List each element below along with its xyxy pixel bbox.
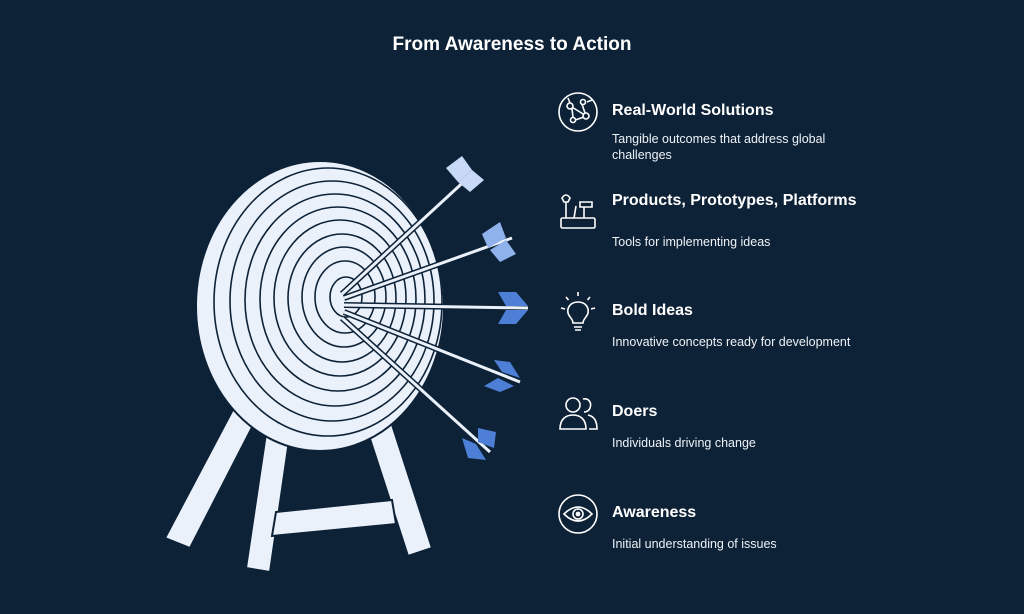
arrow-2 xyxy=(342,222,516,301)
item-heading: Doers xyxy=(612,403,658,420)
target-rings xyxy=(213,167,443,437)
arrow-fletching xyxy=(494,360,520,378)
diagram-title: From Awareness to Action xyxy=(392,34,632,55)
arrow-fletching xyxy=(458,170,484,192)
item-description: Tools for implementing ideas xyxy=(612,235,771,249)
item-description: Innovative concepts ready for developmen… xyxy=(612,335,851,349)
arrow-fletching xyxy=(478,428,496,448)
easel-crossbar xyxy=(270,498,398,538)
tools-icon xyxy=(556,190,600,234)
arrow-fletching xyxy=(462,438,486,460)
arrow-3 xyxy=(343,292,529,324)
item-products-prototypes-platforms: Products, Prototypes, Platforms Tools fo… xyxy=(556,190,876,260)
arrow-fletching xyxy=(498,292,528,306)
people-icon xyxy=(556,391,600,435)
target-illustration xyxy=(163,156,529,574)
easel-stand xyxy=(163,398,434,574)
item-heading: Products, Prototypes, Platforms xyxy=(612,192,857,209)
network-globe-icon xyxy=(556,90,600,134)
arrow-fletching xyxy=(484,378,514,392)
arrow-fletching xyxy=(446,156,472,182)
lightbulb-icon xyxy=(556,290,600,334)
arrow-1 xyxy=(339,156,484,297)
item-description: Initial understanding of issues xyxy=(612,537,777,551)
arrow-fletching xyxy=(498,310,528,324)
item-real-world-solutions: Real-World Solutions Tangible outcomes t… xyxy=(556,90,876,170)
item-heading: Real-World Solutions xyxy=(612,102,774,119)
eye-icon xyxy=(556,492,600,536)
item-description: Tangible outcomes that address global ch… xyxy=(612,132,826,162)
arrow-fletching xyxy=(490,240,516,262)
arrow-4 xyxy=(342,309,522,392)
item-heading: Awareness xyxy=(612,504,697,521)
arrow-fletching xyxy=(482,222,506,248)
item-awareness: Awareness Initial understanding of issue… xyxy=(556,492,876,552)
arrows xyxy=(339,156,529,460)
item-bold-ideas: Bold Ideas Innovative concepts ready for… xyxy=(556,290,876,350)
item-description: Individuals driving change xyxy=(612,436,756,450)
item-doers: Doers Individuals driving change xyxy=(556,391,876,451)
item-heading: Bold Ideas xyxy=(612,302,693,319)
arrow-5 xyxy=(339,315,496,460)
